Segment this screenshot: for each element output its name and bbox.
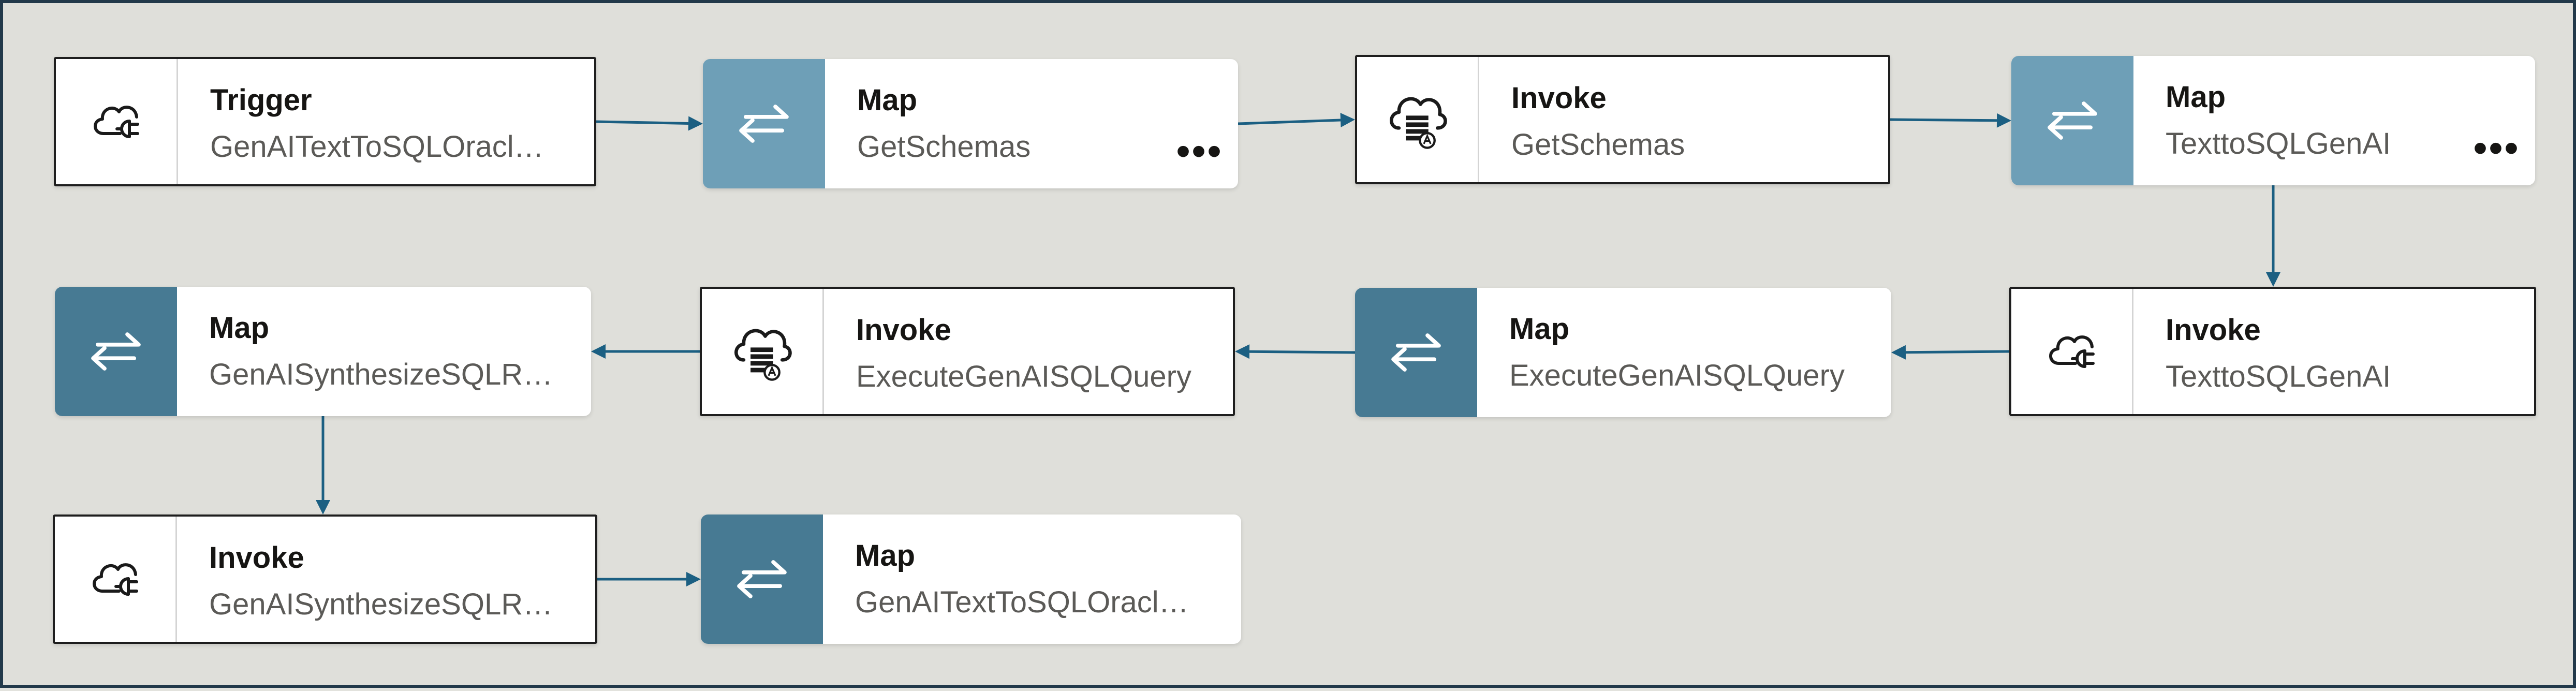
node-type-label: Invoke: [209, 541, 304, 575]
node-name-label: GetSchemas: [857, 130, 1031, 164]
connector-arrowhead: [316, 500, 330, 514]
node-map-texttosqlgenai[interactable]: Map TexttoSQLGenAI •••: [2011, 56, 2535, 185]
cloud-plug-icon: [55, 517, 177, 642]
map-arrows-icon: [55, 287, 177, 416]
connector-line: [1249, 350, 1356, 354]
node-type-label: Map: [855, 539, 915, 572]
connector-arrowhead: [2266, 272, 2280, 287]
connector-line: [1905, 350, 2010, 354]
node-type-label: Map: [2166, 80, 2226, 114]
node-type-label: Map: [209, 311, 269, 345]
cloud-plug-icon: [2011, 289, 2133, 414]
node-map-genaisynthesizesqlr[interactable]: Map GenAISynthesizeSQLR…: [55, 287, 591, 416]
node-name-label: GetSchemas: [1511, 128, 1685, 161]
map-arrows-icon: [701, 514, 823, 644]
node-invoke-texttosqlgenai[interactable]: Invoke TexttoSQLGenAI: [2009, 287, 2536, 416]
connector-arrowhead: [1235, 344, 1250, 359]
connector-arrowhead: [688, 116, 703, 131]
node-name-label: TexttoSQLGenAI: [2166, 360, 2391, 393]
node-invoke-executegenaisqlquery[interactable]: Invoke ExecuteGenAISQLQuery: [700, 287, 1235, 416]
connector-line: [1890, 118, 1997, 122]
connector-arrowhead: [1891, 345, 1906, 360]
node-type-label: Invoke: [856, 313, 951, 347]
connector-line: [1238, 119, 1341, 125]
node-map-executegenaisqlquery[interactable]: Map ExecuteGenAISQLQuery: [1355, 288, 1891, 417]
connector-arrowhead: [1996, 113, 2011, 128]
node-type-label: Map: [1509, 312, 1569, 346]
map-arrows-icon: [1355, 288, 1477, 417]
node-name-label: ExecuteGenAISQLQuery: [856, 360, 1191, 393]
node-name-label: ExecuteGenAISQLQuery: [1509, 359, 1845, 392]
connector-arrowhead: [1340, 112, 1355, 127]
node-invoke-getschemas[interactable]: Invoke GetSchemas: [1355, 55, 1890, 184]
more-options-icon[interactable]: •••: [1175, 128, 1223, 174]
node-type-label: Trigger: [210, 83, 312, 117]
cloud-database-icon: [1357, 57, 1479, 182]
node-name-label: GenAISynthesizeSQLR…: [209, 587, 553, 621]
node-type-label: Invoke: [2166, 313, 2261, 347]
node-invoke-genaisynthesizesqlr[interactable]: Invoke GenAISynthesizeSQLR…: [53, 514, 597, 644]
cloud-database-icon: [702, 289, 824, 414]
cloud-plug-icon: [56, 59, 178, 184]
node-trigger[interactable]: Trigger GenAITextToSQLOracl…: [54, 57, 596, 186]
map-arrows-icon: [703, 59, 825, 188]
node-name-label: GenAISynthesizeSQLR…: [209, 358, 553, 391]
connectors-layer: [316, 112, 2280, 586]
connector-arrowhead: [591, 344, 606, 359]
connector-arrowhead: [686, 572, 701, 586]
node-map-getschemas[interactable]: Map GetSchemas •••: [703, 59, 1238, 188]
node-type-label: Map: [857, 83, 917, 117]
connector-line: [596, 120, 689, 125]
more-options-icon[interactable]: •••: [2472, 125, 2520, 171]
node-map-genaitexttosqloracl[interactable]: Map GenAITextToSQLOracl…: [701, 514, 1241, 644]
node-type-label: Invoke: [1511, 81, 1607, 115]
node-name-label: TexttoSQLGenAI: [2166, 127, 2391, 160]
map-arrows-icon: [2011, 56, 2133, 185]
node-name-label: GenAITextToSQLOracl…: [210, 130, 544, 164]
node-name-label: GenAITextToSQLOracl…: [855, 585, 1189, 619]
